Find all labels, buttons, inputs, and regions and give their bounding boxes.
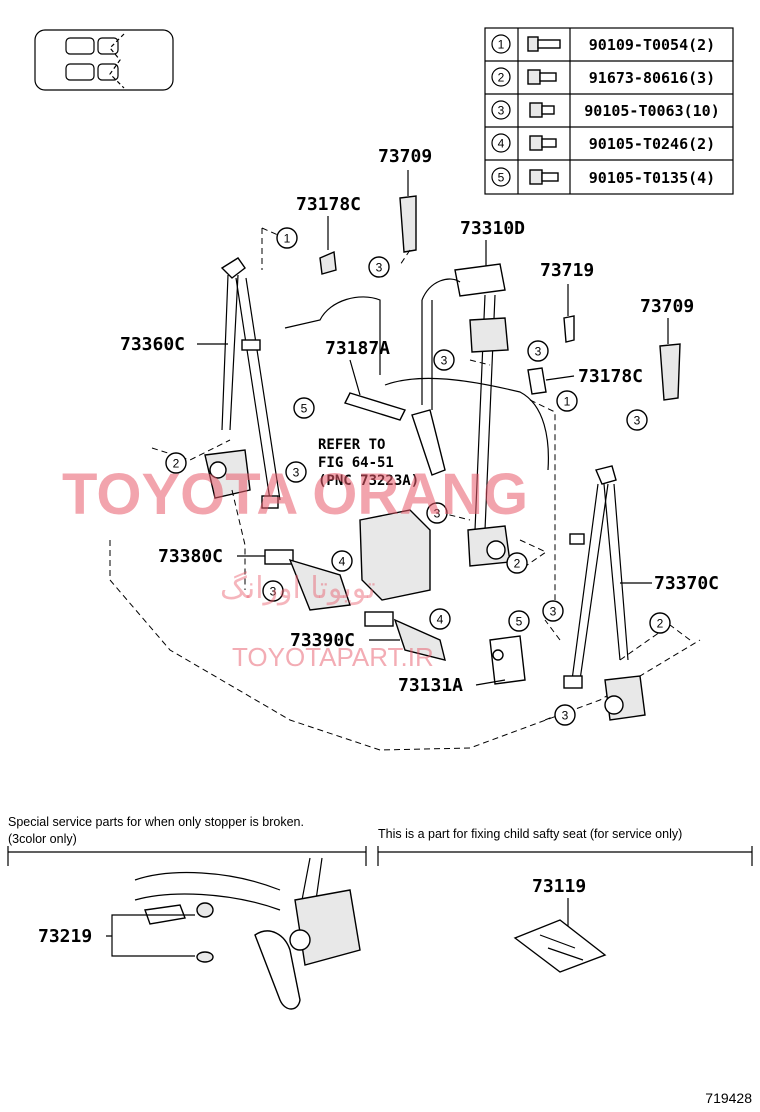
child-seat-section: This is a part for fixing child safty se… <box>377 827 753 973</box>
seat-cushion-outline <box>384 377 549 471</box>
label-leaders <box>197 170 669 686</box>
stopper-note-sub: (3color only) <box>8 832 77 846</box>
part-number-label: 73360C <box>120 334 185 355</box>
table-row: 4 90105-T0246(2) <box>491 133 715 153</box>
callout-number: 2 <box>514 557 521 571</box>
part-number-label: 73187A <box>325 338 390 359</box>
part-number-label: 73310D <box>460 218 525 239</box>
part-number-label: 73380C <box>158 546 223 567</box>
callout-number: 3 <box>270 585 277 599</box>
table-row-number: 2 <box>498 71 505 85</box>
belt-bracket <box>344 392 406 421</box>
table-row-number: 1 <box>498 38 505 52</box>
watermark-persian: تویوتا اورانگ <box>220 571 376 606</box>
floor-outline <box>109 540 701 751</box>
watermark-text: TOYOTA ORANG <box>62 462 528 527</box>
parts-table: 1 90109-T0054(2) 2 91673-80616(3) 3 9010… <box>484 27 734 195</box>
callout-number: 4 <box>339 555 346 569</box>
callout-number: 1 <box>284 232 291 246</box>
part-number-label: 73709 <box>378 146 432 167</box>
part-number-label: 73390C <box>290 630 355 651</box>
callout-circles: 1 1 2 2 2 3 3 3 3 3 3 3 3 3 4 4 5 5 <box>165 227 671 726</box>
child-seat-note: This is a part for fixing child safty se… <box>378 827 682 841</box>
stopper-section: Special service parts for when only stop… <box>7 815 367 1010</box>
svg-text:(PNC 73223A): (PNC 73223A) <box>318 473 419 489</box>
callout-number: 3 <box>550 605 557 619</box>
table-row-part: 90105-T0135(4) <box>589 169 715 187</box>
bolt-icon <box>527 36 561 52</box>
callout-number: 3 <box>634 414 641 428</box>
bolt-icon <box>527 69 557 85</box>
table-row-number: 4 <box>498 137 505 151</box>
callout-number: 3 <box>293 466 300 480</box>
bolt-icon <box>529 135 557 151</box>
buckle-left <box>264 549 351 611</box>
table-row-number: 5 <box>498 171 505 185</box>
bolt-icon <box>529 102 555 118</box>
part-number-label: 73119 <box>532 876 586 897</box>
diagram-code: 719428 <box>705 1090 752 1106</box>
reference-note: REFER TO FIG 64-51 (PNC 73223A) <box>318 437 419 489</box>
watermark-url: TOYOTAPART.IR <box>232 642 434 672</box>
table-row-part: 91673-80616(3) <box>589 69 715 87</box>
svg-text:FIG 64-51: FIG 64-51 <box>318 455 394 471</box>
part-number-label: 73131A <box>398 675 463 696</box>
bolt-icon <box>529 169 559 185</box>
belt-cover-parts <box>319 195 681 401</box>
part-number-label: 73709 <box>640 296 694 317</box>
part-number-label: 73719 <box>540 260 594 281</box>
right-shoulder-belt <box>563 465 646 721</box>
buckle-center <box>364 611 446 661</box>
callout-number: 3 <box>535 345 542 359</box>
table-row: 3 90105-T0063(10) <box>491 100 720 120</box>
callout-number: 2 <box>657 617 664 631</box>
table-row: 2 91673-80616(3) <box>491 67 715 87</box>
table-row: 5 90105-T0135(4) <box>491 167 715 187</box>
buckle-box <box>359 509 431 601</box>
table-row: 1 90109-T0054(2) <box>491 34 715 54</box>
callout-number: 5 <box>301 402 308 416</box>
table-row-number: 3 <box>498 104 505 118</box>
part-number-label: 73178C <box>578 366 643 387</box>
table-row-part: 90109-T0054(2) <box>589 36 715 54</box>
callout-number: 3 <box>441 354 448 368</box>
table-row-part: 90105-T0246(2) <box>589 135 715 153</box>
left-shoulder-belt <box>204 257 281 509</box>
callout-number: 3 <box>434 507 441 521</box>
callout-number: 2 <box>173 457 180 471</box>
table-row-part: 90105-T0063(10) <box>584 102 719 120</box>
part-number-label: 73219 <box>38 926 92 947</box>
callout-number: 5 <box>516 615 523 629</box>
anchor-bracket <box>489 635 526 685</box>
part-number-label: 73178C <box>296 194 361 215</box>
callout-number: 1 <box>564 395 571 409</box>
callout-number: 4 <box>437 613 444 627</box>
part-number-label: 73370C <box>654 573 719 594</box>
vehicle-locator-icon <box>34 29 174 91</box>
stopper-note: Special service parts for when only stop… <box>8 815 304 829</box>
watermark: TOYOTA ORANG تویوتا اورانگ TOYOTAPART.IR <box>62 462 528 672</box>
seat-back-outline <box>284 296 381 375</box>
callout-number: 3 <box>562 709 569 723</box>
callout-number: 3 <box>376 261 383 275</box>
svg-text:REFER TO: REFER TO <box>318 437 385 453</box>
